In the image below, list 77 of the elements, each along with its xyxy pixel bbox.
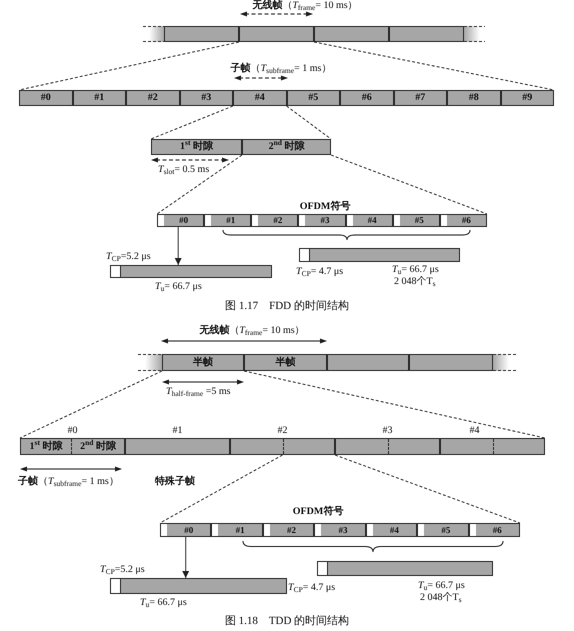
ofdm-symbol-cell: #4: [366, 523, 418, 537]
subframe-number: #2: [278, 425, 288, 437]
subframe-number: #0: [68, 425, 78, 437]
ofdm-symbol-cell: #6: [468, 523, 520, 537]
frame-segment: [164, 26, 239, 42]
frame-segment: [239, 26, 314, 42]
subframe-cell: #5: [286, 90, 340, 106]
zoom-guide-line: [150, 106, 234, 140]
zoom-guide-line: [20, 370, 162, 438]
frame-duration-label: 无线帧（T$_{frame}$= 10 ms）: [198, 325, 306, 337]
expanded-symbol-bar: [110, 265, 272, 278]
duration-label: T$_{CP}$= 4.7 μs: [288, 582, 336, 594]
subframe-cell: #3: [180, 90, 233, 106]
subframe-cell: #1: [72, 90, 126, 106]
duration-label: T$_{u}$= 66.7 μs: [418, 580, 465, 592]
duration-label: 2 048个T$_{s}$: [394, 276, 436, 288]
zoom-guide-line: [330, 154, 488, 214]
zoom-guide-line: [156, 154, 242, 214]
frame-segment: [314, 26, 389, 42]
subframe-duration-label: 子帧（T$_{subframe}$= 1 ms）: [18, 476, 120, 488]
subframe-number: #3: [382, 425, 392, 437]
subframe-cell: #8: [447, 90, 500, 106]
figure-caption: 图 1.18 TDD 的时间结构: [224, 614, 350, 628]
time-slot-label: 2$^{nd}$ 时隙: [72, 439, 124, 454]
duration-label: T$_{CP}$=5.2 μs: [106, 251, 151, 263]
ofdm-symbol-cell: #4: [346, 214, 393, 227]
expanded-symbol-bar: [299, 248, 460, 262]
ofdm-symbol-cell: #6: [440, 214, 487, 227]
subframe-number: #1: [172, 425, 182, 437]
subframe-cell: #4: [233, 90, 286, 106]
zoom-guide-line: [334, 454, 520, 524]
subframe-duration-label: 子帧（T$_{subframe}$= 1 ms）: [230, 63, 332, 75]
zoom-guide-line: [244, 370, 546, 438]
expanded-symbol-bar: [317, 561, 493, 576]
time-slot-cell: 1$^{st}$ 时隙: [151, 139, 242, 155]
ofdm-symbol-cell: #0: [160, 523, 212, 537]
subframe-cell: #9: [500, 90, 554, 106]
half-frame-duration-label: T$_{half-frame}$ =5 ms: [166, 386, 232, 398]
zoom-guide-line: [314, 42, 554, 90]
subframe-cell: #2: [126, 90, 180, 106]
ofdm-symbol-cell: #2: [262, 523, 314, 537]
frame-segment: 半帧: [162, 354, 244, 371]
subframe-cell: #7: [394, 90, 447, 106]
duration-label: T$_{u}$= 66.7 μs: [155, 281, 202, 293]
slot-duration-label: T$_{slot}$= 0.5 ms: [158, 164, 210, 176]
ofdm-symbol-cell: #0: [157, 214, 204, 227]
frame-segment: [389, 26, 464, 42]
arrow: [174, 226, 182, 266]
expanded-symbol-bar: [110, 578, 287, 594]
ofdm-symbol-cell: #1: [204, 214, 252, 227]
frame-segment: [409, 354, 493, 371]
frame-segment: [327, 354, 409, 371]
duration-label: T$_{u}$= 66.7 μs: [392, 264, 439, 276]
time-slot-cell: 2$^{nd}$ 时隙: [242, 139, 331, 155]
ofdm-symbol-cell: #5: [392, 214, 440, 227]
subframe-cell: #0: [19, 90, 72, 106]
subframe-cell: #6: [340, 90, 394, 106]
duration-label: T$_{u}$= 66.7 μs: [140, 597, 187, 609]
frame-segment: 半帧: [244, 354, 327, 371]
zoom-guide-line: [18, 42, 240, 90]
ofdm-symbol-cell: #3: [314, 523, 366, 537]
special-subframe-label: 特殊子帧: [155, 476, 195, 488]
ofdm-symbol-heading: OFDM符号: [292, 506, 344, 518]
duration-label: T$_{CP}$=5.2 μs: [100, 564, 145, 576]
subframe-number: #4: [470, 425, 480, 437]
duration-label: 2 048个T$_{s}$: [420, 592, 462, 604]
ofdm-symbol-heading: OFDM符号: [298, 201, 352, 213]
arrow: [182, 536, 190, 578]
figure-caption: 图 1.17 FDD 的时间结构: [224, 299, 350, 313]
duration-label: T$_{CP}$= 4.7 μs: [296, 266, 344, 278]
time-slot-cell: 1$^{st}$ 时隙: [21, 439, 72, 454]
zoom-guide-line: [160, 454, 283, 524]
zoom-guide-line: [286, 106, 332, 140]
ofdm-symbol-cell: #2: [251, 214, 298, 227]
ofdm-symbol-cell: #1: [211, 523, 263, 537]
ofdm-symbol-cell: #5: [417, 523, 469, 537]
ofdm-symbol-cell: #3: [298, 214, 346, 227]
